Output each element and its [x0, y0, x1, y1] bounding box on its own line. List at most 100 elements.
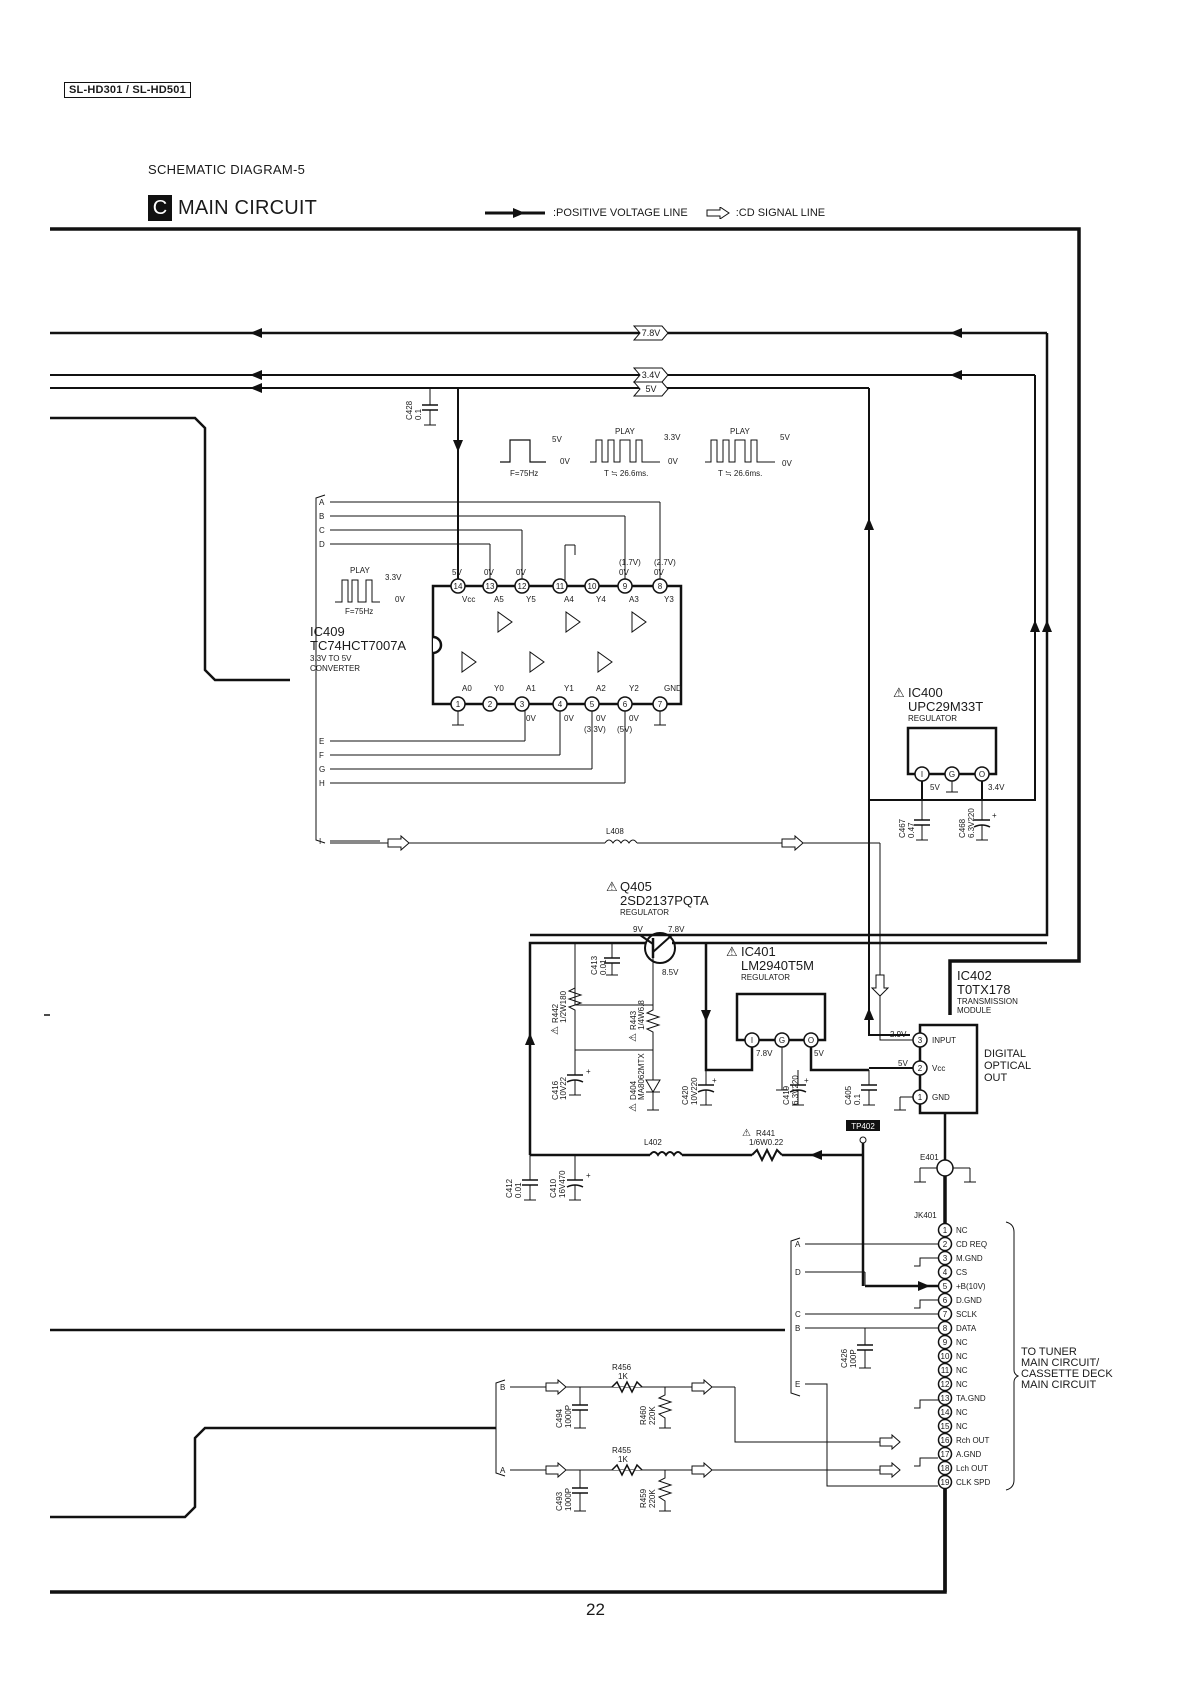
- waveform-3: PLAY 5V 0V T ≒ 26.6ms.: [705, 427, 792, 478]
- svg-text:F: F: [319, 751, 324, 760]
- svg-text:12: 12: [941, 1380, 950, 1389]
- q405-ref: Q405: [620, 879, 652, 894]
- ic409-part: TC74HCT7007A: [310, 638, 406, 653]
- svg-text:3: 3: [520, 700, 525, 709]
- svg-text:G: G: [949, 770, 955, 779]
- svg-text:D: D: [319, 540, 325, 549]
- svg-text:0V: 0V: [560, 457, 570, 466]
- svg-text:G: G: [319, 765, 325, 774]
- svg-text:T ≒ 26.6ms.: T ≒ 26.6ms.: [718, 469, 762, 478]
- jk401-pin-5: 5+B(10V): [937, 1278, 986, 1294]
- svg-text:0V: 0V: [596, 714, 606, 723]
- svg-text:A: A: [500, 1466, 506, 1475]
- svg-text:D404: D404: [629, 1080, 638, 1100]
- svg-text:+: +: [586, 1171, 591, 1180]
- svg-text:10: 10: [941, 1352, 950, 1361]
- model-label: SL-HD301 / SL-HD501: [64, 82, 191, 98]
- ic402-ref: IC402: [957, 968, 992, 983]
- svg-text:C412: C412: [505, 1178, 514, 1198]
- svg-text:C416: C416: [551, 1080, 560, 1100]
- svg-text:E: E: [319, 737, 324, 746]
- svg-text:C426: C426: [840, 1348, 849, 1368]
- svg-text:DATA: DATA: [956, 1324, 977, 1333]
- svg-text:MA8062MTX: MA8062MTX: [637, 1053, 646, 1100]
- svg-text:C: C: [319, 526, 325, 535]
- svg-text:1: 1: [918, 1093, 923, 1102]
- svg-text:NC: NC: [956, 1352, 968, 1361]
- svg-text:⚠: ⚠: [742, 1128, 751, 1139]
- ic409-ref: IC409: [310, 624, 345, 639]
- svg-text:TA.GND: TA.GND: [956, 1394, 986, 1403]
- svg-text:1K: 1K: [618, 1372, 628, 1381]
- svg-text:A4: A4: [564, 595, 574, 604]
- positive-voltage-arrow-icon: [485, 208, 545, 218]
- svg-text:11: 11: [556, 582, 565, 591]
- svg-text:A5: A5: [494, 595, 504, 604]
- jk401-pin-8: 8 DATA: [937, 1320, 977, 1336]
- svg-text:Y4: Y4: [596, 595, 606, 604]
- ic409-desc2: CONVERTER: [310, 664, 360, 673]
- svg-text:R441: R441: [756, 1129, 776, 1138]
- svg-text:8: 8: [658, 582, 663, 591]
- svg-text:R443: R443: [629, 1010, 638, 1030]
- svg-text:3.3V: 3.3V: [664, 433, 681, 442]
- test-point-tp402: TP402: [846, 1120, 880, 1144]
- svg-text:A2: A2: [596, 684, 606, 693]
- main-wiring: [50, 227, 1081, 1594]
- svg-text:G: G: [779, 1036, 785, 1045]
- svg-text:7.8V: 7.8V: [668, 925, 685, 934]
- svg-text:C467: C467: [898, 818, 907, 838]
- svg-text:0.01: 0.01: [514, 1182, 523, 1198]
- ic409-pin-2: 2Y0: [482, 684, 504, 712]
- svg-text:R442: R442: [551, 1003, 560, 1023]
- ic400-desc: REGULATOR: [908, 714, 957, 723]
- audio-section: [490, 1378, 901, 1512]
- svg-text:14: 14: [941, 1408, 950, 1417]
- svg-text:6: 6: [623, 700, 628, 709]
- svg-text:1000P: 1000P: [564, 1488, 573, 1511]
- svg-text:NC: NC: [956, 1338, 968, 1347]
- svg-text:0V: 0V: [654, 568, 664, 577]
- svg-text:16V470: 16V470: [558, 1170, 567, 1198]
- svg-text:(2.7V): (2.7V): [654, 558, 676, 567]
- svg-text:(3.3V): (3.3V): [584, 725, 606, 734]
- svg-text:5: 5: [943, 1282, 948, 1291]
- svg-text:I: I: [751, 1036, 753, 1045]
- svg-text:17: 17: [941, 1450, 950, 1459]
- rail-5v-label: 5V: [645, 384, 656, 394]
- svg-text:+: +: [804, 1076, 809, 1085]
- legend-positive-voltage: :POSITIVE VOLTAGE LINE: [553, 207, 688, 219]
- svg-text:11: 11: [941, 1366, 950, 1375]
- svg-text:NC: NC: [956, 1422, 968, 1431]
- svg-text:PLAY: PLAY: [730, 427, 751, 436]
- ic409-pin-1: 1A0: [450, 684, 472, 712]
- svg-text:15: 15: [941, 1422, 950, 1431]
- ic400-part: UPC29M33T: [908, 699, 983, 714]
- svg-text:F=75Hz: F=75Hz: [345, 607, 373, 616]
- svg-text:Y1: Y1: [564, 684, 574, 693]
- waveform-1: 5V 0V F=75Hz: [500, 435, 570, 478]
- svg-text:4: 4: [943, 1268, 948, 1277]
- rail-7v8-label: 7.8V: [642, 328, 661, 338]
- svg-text:8: 8: [943, 1324, 948, 1333]
- svg-text:3.4V: 3.4V: [988, 783, 1005, 792]
- ic401-desc: REGULATOR: [741, 973, 790, 982]
- svg-text:Vcc: Vcc: [932, 1064, 945, 1073]
- jk401-pin-15: 15 NC: [937, 1418, 968, 1434]
- svg-text:6: 6: [943, 1296, 948, 1305]
- svg-text:OUT: OUT: [984, 1072, 1008, 1084]
- svg-text:TO TUNER: TO TUNER: [1021, 1346, 1077, 1358]
- svg-text:MAIN CIRCUIT: MAIN CIRCUIT: [1021, 1379, 1096, 1391]
- section-title: C MAIN CIRCUIT: [148, 195, 317, 221]
- ic400-warning-icon: ⚠: [893, 685, 905, 700]
